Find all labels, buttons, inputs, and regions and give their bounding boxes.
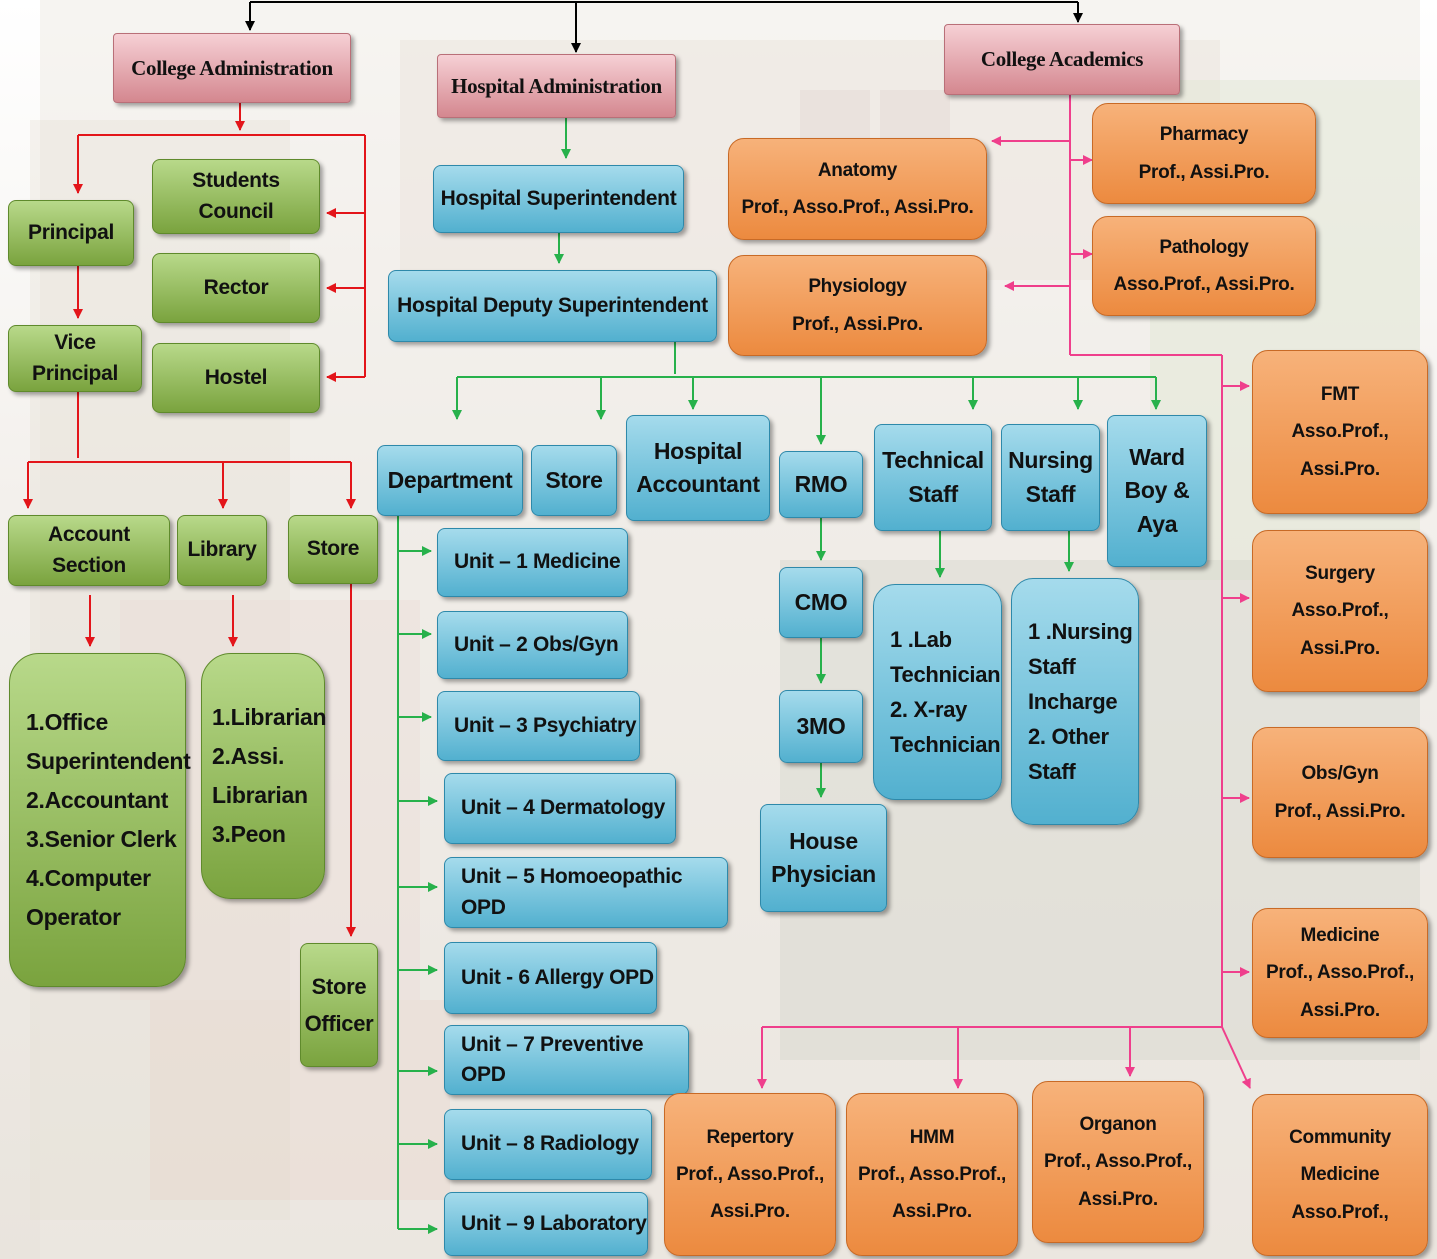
unit-2-obsgyn-box: Unit – 2 Obs/Gyn <box>437 611 628 679</box>
rector-box: Rector <box>152 253 320 323</box>
hostel-box: Hostel <box>152 343 320 413</box>
account-section-box: Account Section <box>8 515 170 586</box>
cmo-box: CMO <box>779 567 863 638</box>
nursing-staff-box: Nursing Staff <box>1001 424 1100 531</box>
unit-8-radiology-box: Unit – 8 Radiology <box>444 1109 652 1180</box>
department-box: Department <box>377 445 523 516</box>
pathology-box: Pathology Asso.Prof., Assi.Pro. <box>1092 216 1316 316</box>
account-staff-list: 1.Office Superintendent 2.Accountant 3.S… <box>9 653 191 987</box>
anatomy-box: Anatomy Prof., Asso.Prof., Assi.Pro. <box>728 138 987 240</box>
hospital-administration-box: Hospital Administration <box>437 54 676 118</box>
unit-4-dermatology-box: Unit – 4 Dermatology <box>444 773 676 844</box>
unit-6-allergy-opd-box: Unit - 6 Allergy OPD <box>444 942 657 1014</box>
house-physician-box: House Physician <box>760 804 887 912</box>
hmm-box: HMM Prof., Asso.Prof., Assi.Pro. <box>846 1093 1018 1256</box>
unit-7-preventive-opd-box: Unit – 7 Preventive OPD <box>444 1025 689 1095</box>
unit-9-laboratory-box: Unit – 9 Laboratory <box>444 1192 648 1256</box>
hospital-store-box: Store <box>531 445 617 516</box>
nursing-staff-list: 1 .Nursing Staff Incharge 2. Other Staff <box>1011 578 1139 825</box>
college-administration-box: College Administration <box>113 33 351 103</box>
vice-principal-box: Vice Principal <box>8 325 142 392</box>
pharmacy-box: Pharmacy Prof., Assi.Pro. <box>1092 103 1316 204</box>
community-medicine-box: Community Medicine Asso.Prof., <box>1252 1094 1428 1256</box>
unit-3-psychiatry-box: Unit – 3 Psychiatry <box>437 691 640 761</box>
ward-boy-aya-box: Ward Boy & Aya <box>1107 415 1207 567</box>
technical-staff-box: Technical Staff <box>874 424 992 531</box>
college-store-box: Store <box>288 515 378 584</box>
unit-5-homoeopathic-opd-box: Unit – 5 Homoeopathic OPD <box>444 857 728 928</box>
technical-staff-list: 1 .Lab Technician 2. X-ray Technician <box>873 584 1002 800</box>
medicine-box: Medicine Prof., Asso.Prof., Assi.Pro. <box>1252 908 1428 1038</box>
store-officer-box: Store Officer <box>300 943 378 1067</box>
obs-gyn-box: Obs/Gyn Prof., Assi.Pro. <box>1252 727 1428 858</box>
hospital-superintendent-box: Hospital Superintendent <box>433 165 684 233</box>
rmo-box: RMO <box>779 451 863 518</box>
library-box: Library <box>177 515 267 586</box>
surgery-box: Surgery Asso.Prof., Assi.Pro. <box>1252 530 1428 692</box>
library-staff-list: 1.Librarian 2.Assi. Librarian 3.Peon <box>201 653 327 899</box>
unit-1-medicine-box: Unit – 1 Medicine <box>437 528 628 597</box>
3mo-box: 3MO <box>779 690 863 763</box>
principal-box: Principal <box>8 200 134 266</box>
physiology-box: Physiology Prof., Assi.Pro. <box>728 255 987 356</box>
college-academics-box: College Academics <box>944 24 1180 95</box>
hospital-accountant-box: Hospital Accountant <box>626 415 770 521</box>
repertory-box: Repertory Prof., Asso.Prof., Assi.Pro. <box>664 1093 836 1256</box>
hospital-deputy-superintendent-box: Hospital Deputy Superintendent <box>388 270 717 342</box>
students-council-box: Students Council <box>152 159 320 234</box>
fmt-box: FMT Asso.Prof., Assi.Pro. <box>1252 350 1428 514</box>
organon-box: Organon Prof., Asso.Prof., Assi.Pro. <box>1032 1081 1204 1243</box>
